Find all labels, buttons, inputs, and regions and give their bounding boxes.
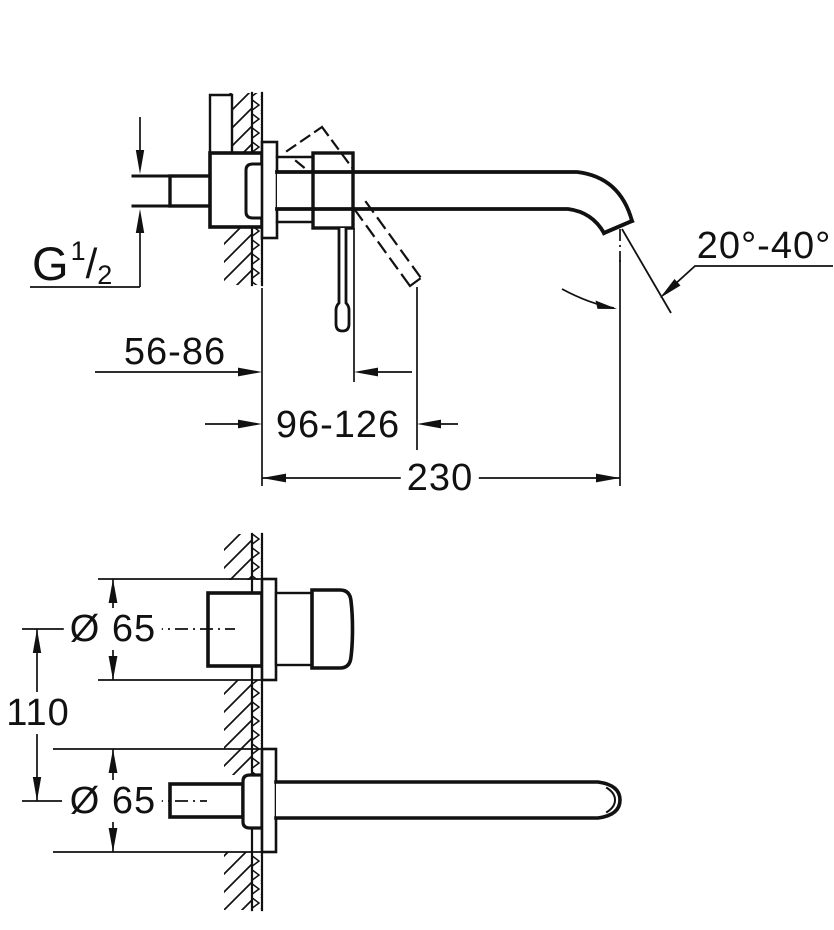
spout-escutcheon <box>260 747 278 854</box>
spout-top-edge <box>275 170 635 224</box>
thread-size-label: G1/2 <box>32 236 112 291</box>
wall-hatch <box>224 534 252 580</box>
side-view-arrowheads <box>135 150 681 483</box>
arrowhead <box>32 629 42 653</box>
arrowhead <box>135 150 145 174</box>
thread-numerator: 1 <box>70 236 86 266</box>
arrowhead <box>32 777 42 801</box>
handle-knob <box>310 588 355 670</box>
thread-slash: / <box>85 240 98 287</box>
thread-g: G <box>32 237 71 290</box>
arrowhead <box>596 473 620 483</box>
arrowhead <box>238 419 262 429</box>
spout-tube <box>274 780 622 820</box>
arrowhead <box>354 367 378 377</box>
front-view-arrowheads <box>32 579 118 852</box>
supply-riser-stub <box>208 93 234 155</box>
spout-bottom-edge <box>275 207 607 236</box>
arrowhead <box>595 300 617 309</box>
lever-forward-dashed <box>353 200 423 288</box>
spout-tube-end-arc <box>605 786 617 814</box>
wall-hatch <box>224 227 252 285</box>
wall-seal-zigzag <box>252 852 262 910</box>
union-nut <box>168 174 216 208</box>
wall-seal-zigzag <box>252 680 262 775</box>
arrowhead <box>238 367 262 377</box>
dim-handle-escutcheon-label: Ø 65 <box>63 608 163 650</box>
wall-hatch <box>224 852 252 910</box>
arrowhead <box>417 419 441 429</box>
lever <box>334 226 351 333</box>
spout-union-nut <box>241 773 264 830</box>
angle-range-label: 20°-40° <box>696 225 832 267</box>
handle-escutcheon <box>260 577 278 682</box>
arrowhead <box>108 749 118 773</box>
dim-wall-to-handle-label: 56-86 <box>123 331 227 373</box>
spout-outlet <box>601 218 635 236</box>
side-view <box>131 91 635 333</box>
angle-leader <box>662 265 833 296</box>
arrowhead <box>660 279 681 298</box>
dim-spout-escutcheon-label: Ø 65 <box>63 780 163 822</box>
lever-up-dashed <box>285 125 355 172</box>
dim-center-distance-label: 110 <box>0 692 76 734</box>
arrowhead <box>135 209 145 233</box>
handle-sleeve <box>274 591 314 667</box>
wall-seal-zigzag <box>252 534 262 580</box>
dim-wall-to-lever-label: 96-126 <box>269 404 407 446</box>
front-view <box>168 532 622 912</box>
arrowhead <box>108 828 118 852</box>
angle-reference-line <box>621 228 672 314</box>
thread-denominator: 2 <box>97 260 113 290</box>
wall-seal-zigzag <box>252 93 262 153</box>
arrowhead <box>262 473 286 483</box>
wall-hatch <box>224 680 252 775</box>
dim-spout-reach-label: 230 <box>400 457 480 499</box>
arrowhead <box>108 579 118 603</box>
spout-fill <box>277 172 632 233</box>
cartridge <box>244 162 264 220</box>
escutcheon-plate <box>260 140 279 240</box>
arrowhead <box>108 656 118 680</box>
wall-seal-zigzag <box>252 227 262 285</box>
handle-block <box>311 151 355 230</box>
